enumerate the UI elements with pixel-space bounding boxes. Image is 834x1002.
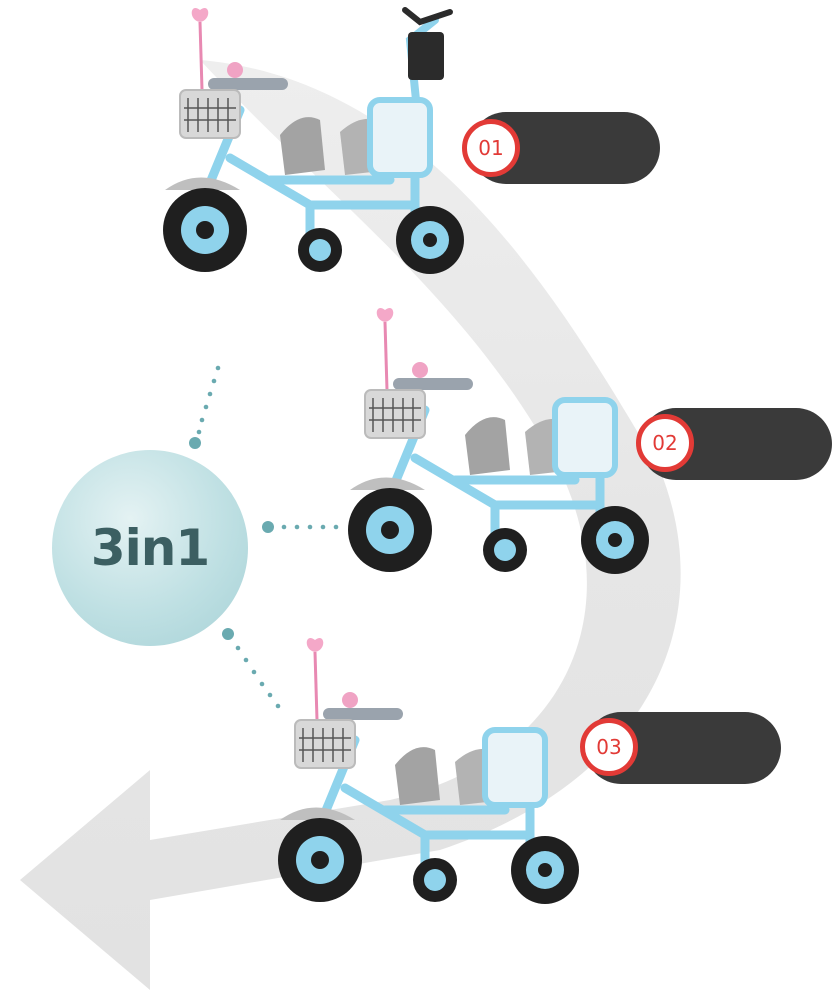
three-in-one-label: 3in1 (90, 519, 210, 577)
connector-top (189, 365, 221, 449)
step-number-badge-03: 03 (580, 718, 638, 776)
connector-bottom (222, 628, 281, 709)
step-number-badge-01: 01 (462, 119, 520, 177)
connector-middle (262, 521, 339, 533)
three-in-one-badge: 3in1 (52, 450, 248, 646)
tricycle-illustration-01 (163, 8, 464, 274)
step-number-badge-02: 02 (636, 414, 694, 472)
tricycle-illustration-03 (278, 638, 579, 904)
dotted-connectors (189, 365, 339, 709)
